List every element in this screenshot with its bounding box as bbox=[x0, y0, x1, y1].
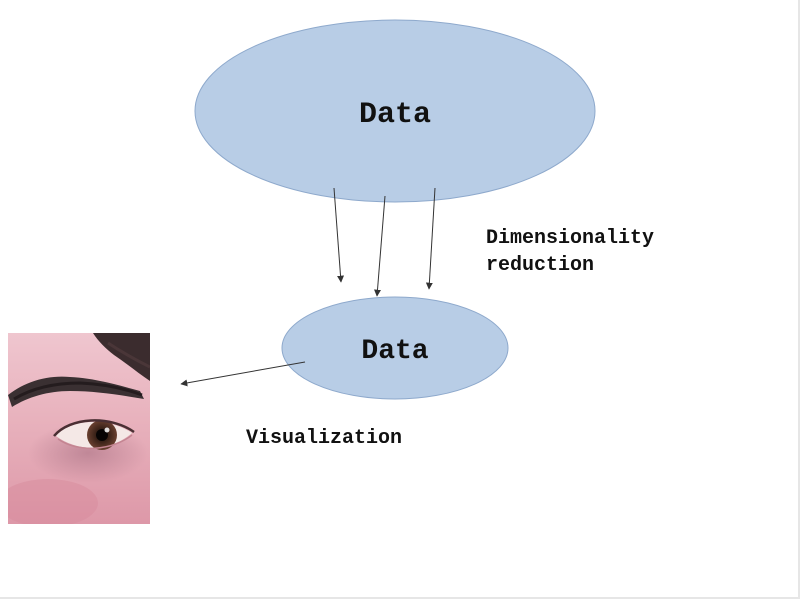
bottom-data-ellipse bbox=[281, 296, 509, 400]
visualization-arrow bbox=[180, 361, 306, 387]
dimensionality-reduction-caption: Dimensionality reduction bbox=[486, 225, 654, 279]
reduction-arrow-right bbox=[425, 187, 436, 290]
reduction-arrow-left bbox=[333, 187, 345, 283]
dimensionality-caption-line2: reduction bbox=[486, 254, 595, 277]
reduction-arrows bbox=[333, 187, 436, 297]
visualization-caption: Visualization bbox=[246, 427, 403, 450]
top-data-ellipse bbox=[194, 19, 596, 203]
slide-right-border bbox=[798, 0, 800, 599]
slide-bottom-border bbox=[0, 597, 800, 599]
top-data-label: Data bbox=[359, 98, 431, 132]
eye-photo bbox=[8, 333, 150, 524]
bottom-data-label: Data bbox=[361, 336, 428, 367]
eye-photo-image bbox=[8, 333, 150, 524]
reduction-arrow-middle bbox=[374, 195, 386, 297]
top-data-node: Data bbox=[194, 19, 596, 203]
dimensionality-caption-line1: Dimensionality bbox=[486, 227, 655, 250]
bottom-data-node: Data bbox=[281, 296, 509, 400]
